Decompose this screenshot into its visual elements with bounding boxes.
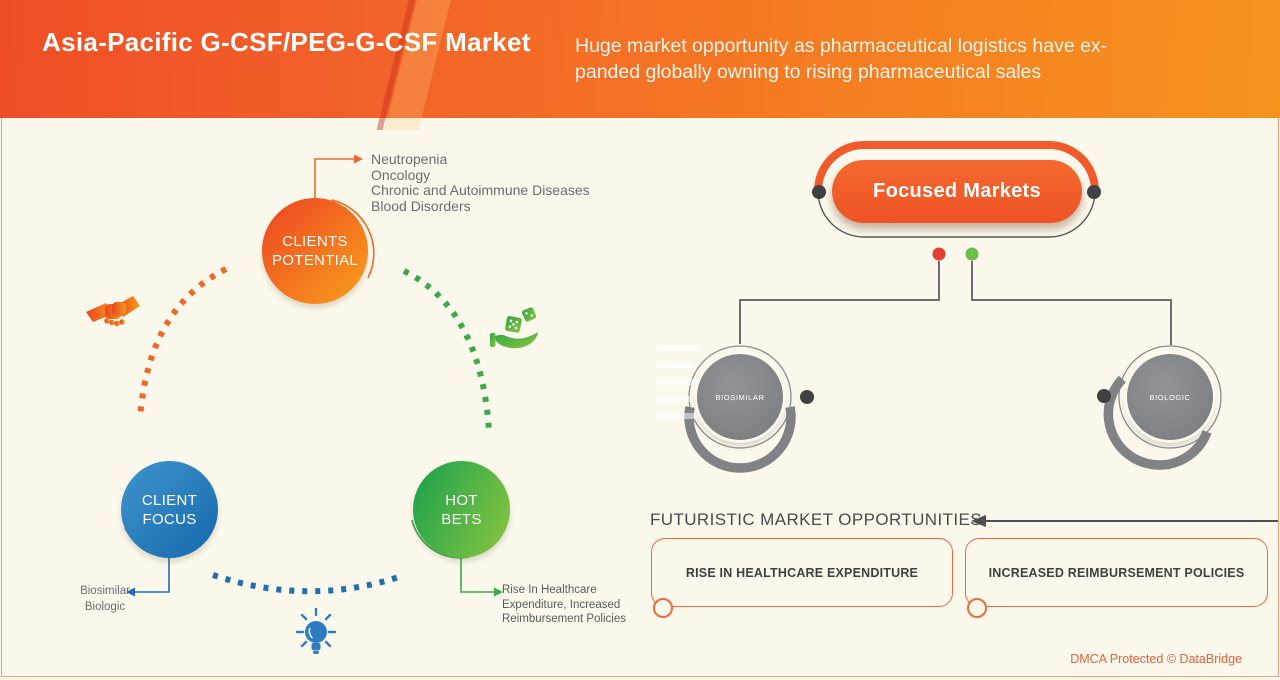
subtitle-line-1: Huge market opportunity as pharmaceutica… bbox=[575, 35, 1108, 57]
item-biologic: Biologic bbox=[84, 600, 126, 613]
client-focus-label-line2: FOCUS bbox=[142, 510, 197, 528]
clients-potential-label: CLIENTS POTENTIAL bbox=[272, 232, 358, 270]
tree-line-biologic bbox=[971, 261, 1172, 345]
clients-potential-connector bbox=[314, 158, 354, 198]
focused-markets-label: Focused Markets bbox=[873, 180, 1041, 202]
client-focus-label-line1: CLIENT bbox=[141, 491, 198, 509]
tree-line-biosimilar bbox=[739, 261, 940, 344]
biosimilar-dot-icon bbox=[800, 390, 814, 404]
item-oncology: Oncology bbox=[371, 166, 431, 183]
blue-dotted-arc bbox=[212, 572, 403, 595]
subtitle-line-2: panded globally owning to rising pharmac… bbox=[575, 61, 1042, 83]
focused-markets-pill: Focused Markets bbox=[832, 160, 1082, 223]
clients-potential-arrowhead-icon bbox=[354, 154, 363, 164]
opportunity-box-healthcare-expenditure: RISE IN HEALTHCARE EXPENDITURE bbox=[651, 538, 953, 607]
clients-potential-items: Neutropenia Oncology Chronic and Autoimm… bbox=[371, 151, 631, 214]
hot-bets-circle: HOT BETS bbox=[413, 461, 510, 558]
hot-bets-label-line2: BETS bbox=[441, 510, 482, 528]
hot-bets-note: Rise In Healthcare Expenditure, Increase… bbox=[502, 584, 626, 625]
hot-bets-connector bbox=[460, 558, 494, 593]
hot-bets-label-line1: HOT bbox=[445, 491, 478, 509]
page-title: Asia-Pacific G-CSF/PEG-G-CSF Market bbox=[42, 27, 531, 57]
opportunity-box-reimbursement-policies: INCREASED REIMBURSEMENT POLICIES bbox=[965, 538, 1268, 607]
page-subtitle: Huge market opportunity as pharmaceutica… bbox=[575, 33, 1265, 85]
client-focus-connector bbox=[135, 558, 170, 593]
item-biosimilar: Biosimilar bbox=[80, 585, 130, 597]
legend-green-dot-icon bbox=[965, 247, 979, 261]
opportunity-box1-label: RISE IN HEALTHCARE EXPENDITURE bbox=[685, 565, 919, 580]
opportunity-box1-ring-icon bbox=[653, 598, 673, 618]
item-blood-disorders: Blood Disorders bbox=[371, 197, 471, 214]
pill-right-dot-icon bbox=[1087, 185, 1101, 199]
dmca-watermark: DMCA Protected © DataBridge bbox=[1070, 652, 1242, 666]
item-neutropenia: Neutropenia bbox=[371, 151, 448, 167]
faded-text-artifact bbox=[656, 345, 708, 430]
hot-bets-label: HOT BETS bbox=[441, 491, 481, 529]
handshake-icon bbox=[86, 293, 140, 342]
opportunity-box2-label: INCREASED REIMBURSEMENT POLICIES bbox=[988, 565, 1245, 580]
biosimilar-node-label: BIOSIMILAR bbox=[715, 392, 765, 402]
legend-red-dot-icon bbox=[932, 247, 946, 261]
opportunity-box2-ring-icon bbox=[967, 598, 987, 618]
pill-left-dot-icon bbox=[812, 185, 826, 199]
orange-dotted-arc bbox=[137, 266, 228, 420]
dice-hand-icon bbox=[490, 306, 540, 359]
clients-potential-label-line2: POTENTIAL bbox=[271, 252, 359, 269]
opportunities-heading: FUTURISTIC MARKET OPPORTUNITIES bbox=[650, 510, 982, 529]
header-banner: Asia-Pacific G-CSF/PEG-G-CSF Market Huge… bbox=[0, 0, 1280, 130]
item-chronic-autoimmune: Chronic and Autoimmune Diseases bbox=[371, 182, 590, 198]
client-focus-circle: CLIENT FOCUS bbox=[121, 461, 218, 558]
biologic-dot-icon bbox=[1097, 389, 1111, 403]
green-dotted-arc bbox=[402, 268, 492, 432]
clients-potential-circle: CLIENTS POTENTIAL bbox=[262, 198, 368, 304]
biosimilar-node: BIOSIMILAR bbox=[697, 354, 783, 440]
client-focus-label: CLIENT FOCUS bbox=[142, 491, 197, 529]
lightbulb-icon bbox=[295, 607, 337, 663]
client-focus-items: Biosimilar Biologic bbox=[70, 584, 140, 615]
biologic-node-label: BIOLOGIC bbox=[1149, 392, 1191, 402]
biologic-node: BIOLOGIC bbox=[1127, 354, 1213, 440]
clients-potential-label-line1: CLIENTS bbox=[282, 233, 348, 250]
